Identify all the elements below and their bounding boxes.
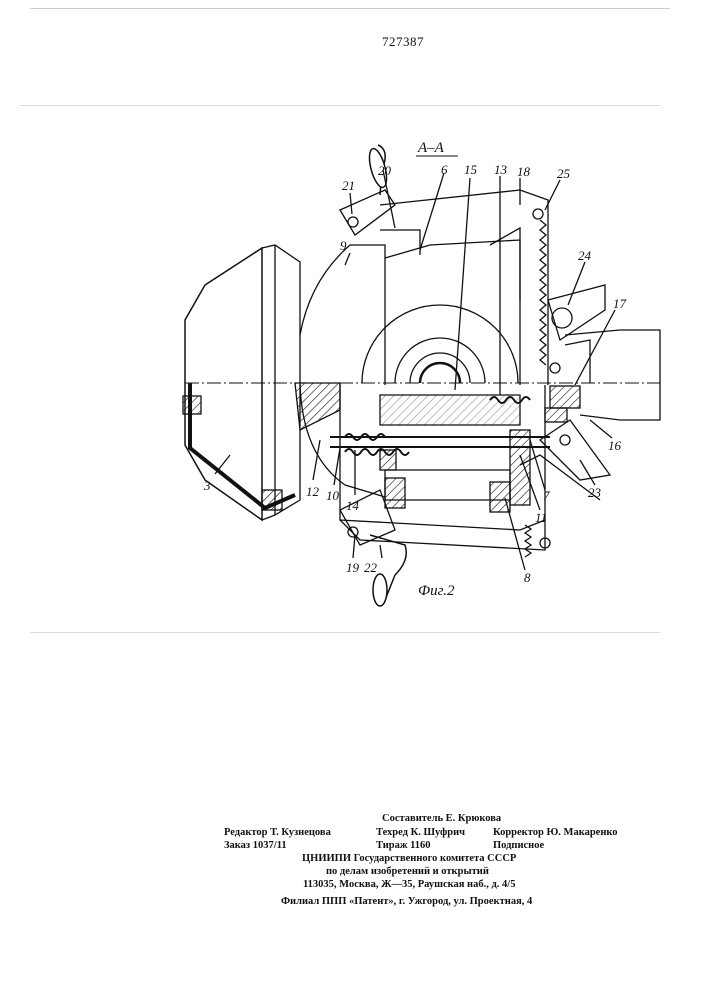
imprint-org-line3: 113035, Москва, Ж—35, Раушская наб., д. … [303,879,515,890]
callout-20: 20 [378,163,392,178]
imprint-order: Заказ 1037/11 [224,840,287,851]
imprint-subscription: Подписное [493,840,544,851]
bolt-left [183,396,201,414]
imprint-techred: Техред К. Шуфрич [376,827,465,838]
imprint-org-line2: по делам изобретений и открытий [326,866,489,877]
imprint-corrector: Корректор Ю. Макаренко [493,827,618,838]
callout-21: 21 [342,178,355,193]
callout-16: 16 [608,438,622,453]
imprint-org-line1: ЦНИИПИ Государственного комитета СССР [302,853,516,864]
callout-13: 13 [494,162,508,177]
callout-22: 22 [364,560,378,575]
callout-19: 19 [346,560,360,575]
figure-caption: Фиг.2 [418,583,455,599]
callout-7: 7 [543,488,550,503]
callout-24: 24 [578,248,592,263]
callout-18: 18 [517,164,531,179]
imprint-editor: Редактор Т. Кузнецова [224,827,331,838]
callout-14: 14 [346,498,360,513]
callout-15: 15 [464,162,478,177]
callout-9: 9 [340,238,347,253]
callout-10: 10 [326,488,340,503]
imprint-compiler: Составитель Е. Крюкова [382,813,501,824]
callout-12: 12 [306,484,320,499]
callout-8: 8 [524,570,531,585]
callout-25: 25 [557,166,571,181]
callout-6: 6 [441,162,448,177]
imprint-circulation: Тираж 1160 [376,840,431,851]
imprint-branch: Филиал ППП «Патент», г. Ужгород, ул. Про… [281,896,532,907]
callout-3: 3 [203,478,211,493]
callout-11: 11 [535,510,547,525]
callout-17: 17 [613,296,627,311]
callout-23: 23 [588,485,602,500]
section-label: А–А [417,140,445,156]
